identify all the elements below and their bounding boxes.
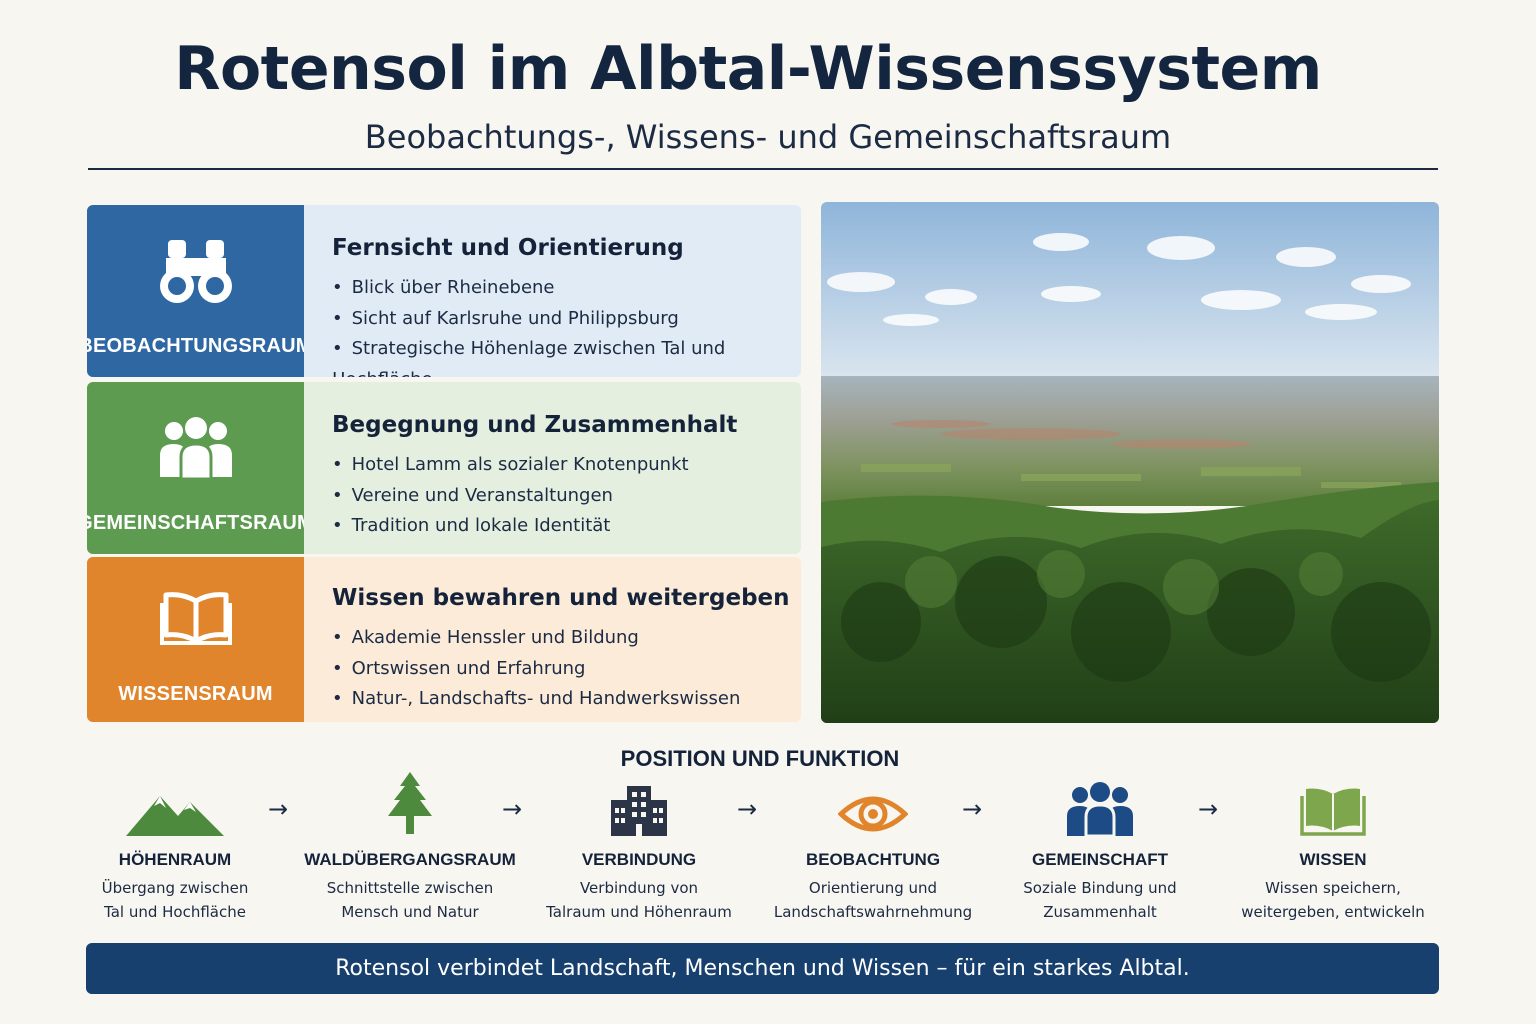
people-icon — [980, 770, 1220, 836]
book-icon — [159, 573, 232, 665]
arrow-icon: → — [268, 795, 289, 823]
card-body: Wissen bewahren und weitergeben Akademie… — [304, 557, 801, 722]
binoculars-icon — [158, 225, 234, 317]
arrow-icon: → — [1198, 795, 1219, 823]
mountain-icon — [55, 770, 295, 836]
list-item: Vereine und Veranstaltungen — [332, 481, 801, 512]
list-item: Tradition und lokale Identität — [332, 511, 801, 542]
banner-text: Rotensol verbindet Landschaft, Menschen … — [335, 956, 1190, 981]
card-body: Begegnung und Zusammenhalt Hotel Lamm al… — [304, 382, 801, 554]
step-name: WALDÜBERGANGSRAUM — [304, 850, 516, 869]
eye-icon — [753, 770, 993, 836]
card-badge-label: BEOBACHTUNGSRAUM — [87, 334, 313, 357]
section-title: POSITION UND FUNKTION — [620, 746, 900, 771]
card-heading: Fernsicht und Orientierung — [332, 235, 684, 261]
card-wissensraum: WISSENSRAUM Wissen bewahren und weiterge… — [87, 557, 801, 722]
arrow-icon: → — [502, 795, 523, 823]
card-badge-label: WISSENSRAUM — [118, 683, 273, 705]
step-name: GEMEINSCHAFT — [1032, 850, 1168, 869]
step-name: WISSEN — [1299, 850, 1367, 869]
arrow-icon: → — [737, 795, 758, 823]
book-icon — [1213, 770, 1453, 836]
step-walduebergangsraum: WALDÜBERGANGSRAUM Schnittstelle zwischen… — [290, 770, 530, 924]
step-wissen: WISSEN Wissen speichern,weitergeben, ent… — [1213, 770, 1453, 924]
card-badge: WISSENSRAUM — [87, 557, 304, 722]
card-heading: Wissen bewahren und weitergeben — [332, 585, 790, 611]
list-item: Natur-, Landschafts- und Handwerkswissen — [332, 684, 801, 715]
page-subtitle: Beobachtungs-, Wissens- und Gemeinschaft… — [364, 118, 1172, 156]
list-item: Hotel Lamm als sozialer Knotenpunkt — [332, 450, 801, 481]
arrow-icon: → — [962, 795, 983, 823]
card-gemeinschaftsraum: GEMEINSCHAFTSRAUM Begegnung und Zusammen… — [87, 382, 801, 554]
list-item: Blick über Rheinebene — [332, 273, 801, 304]
step-name: BEOBACHTUNG — [805, 850, 941, 869]
card-heading: Begegnung und Zusammenhalt — [332, 412, 738, 438]
people-icon — [158, 402, 234, 494]
step-name: HÖHENRAUM — [118, 850, 232, 869]
card-badge: GEMEINSCHAFTSRAUM — [87, 382, 314, 554]
card-list: Hotel Lamm als sozialer Knotenpunkt Vere… — [332, 450, 801, 542]
step-name: VERBINDUNG — [581, 850, 697, 869]
card-list: Blick über Rheinebene Sicht auf Karlsruh… — [332, 273, 801, 377]
summary-banner: Rotensol verbindet Landschaft, Menschen … — [86, 943, 1439, 994]
card-badge: BEOBACHTUNGSRAUM — [87, 205, 312, 377]
title-divider — [88, 168, 1438, 170]
list-item: Akademie Henssler und Bildung — [332, 623, 801, 654]
step-description: Wissen speichern,weitergeben, entwickeln — [1241, 879, 1425, 921]
tree-icon — [290, 770, 530, 836]
card-body: Fernsicht und Orientierung Blick über Rh… — [304, 205, 801, 377]
building-icon — [519, 770, 759, 836]
list-item: Ortswissen und Erfahrung — [332, 654, 801, 685]
list-item: Strategische Höhenlage zwischen Tal und … — [332, 334, 801, 377]
card-badge-label: GEMEINSCHAFTSRAUM — [87, 511, 314, 534]
card-beobachtungsraum: BEOBACHTUNGSRAUM Fernsicht und Orientier… — [87, 205, 801, 377]
landscape-photo — [821, 202, 1439, 723]
page-title: Rotensol im Albtal-Wissenssystem — [174, 34, 1322, 104]
card-list: Akademie Henssler und Bildung Ortswissen… — [332, 623, 801, 715]
list-item: Sicht auf Karlsruhe und Philippsburg — [332, 304, 801, 335]
